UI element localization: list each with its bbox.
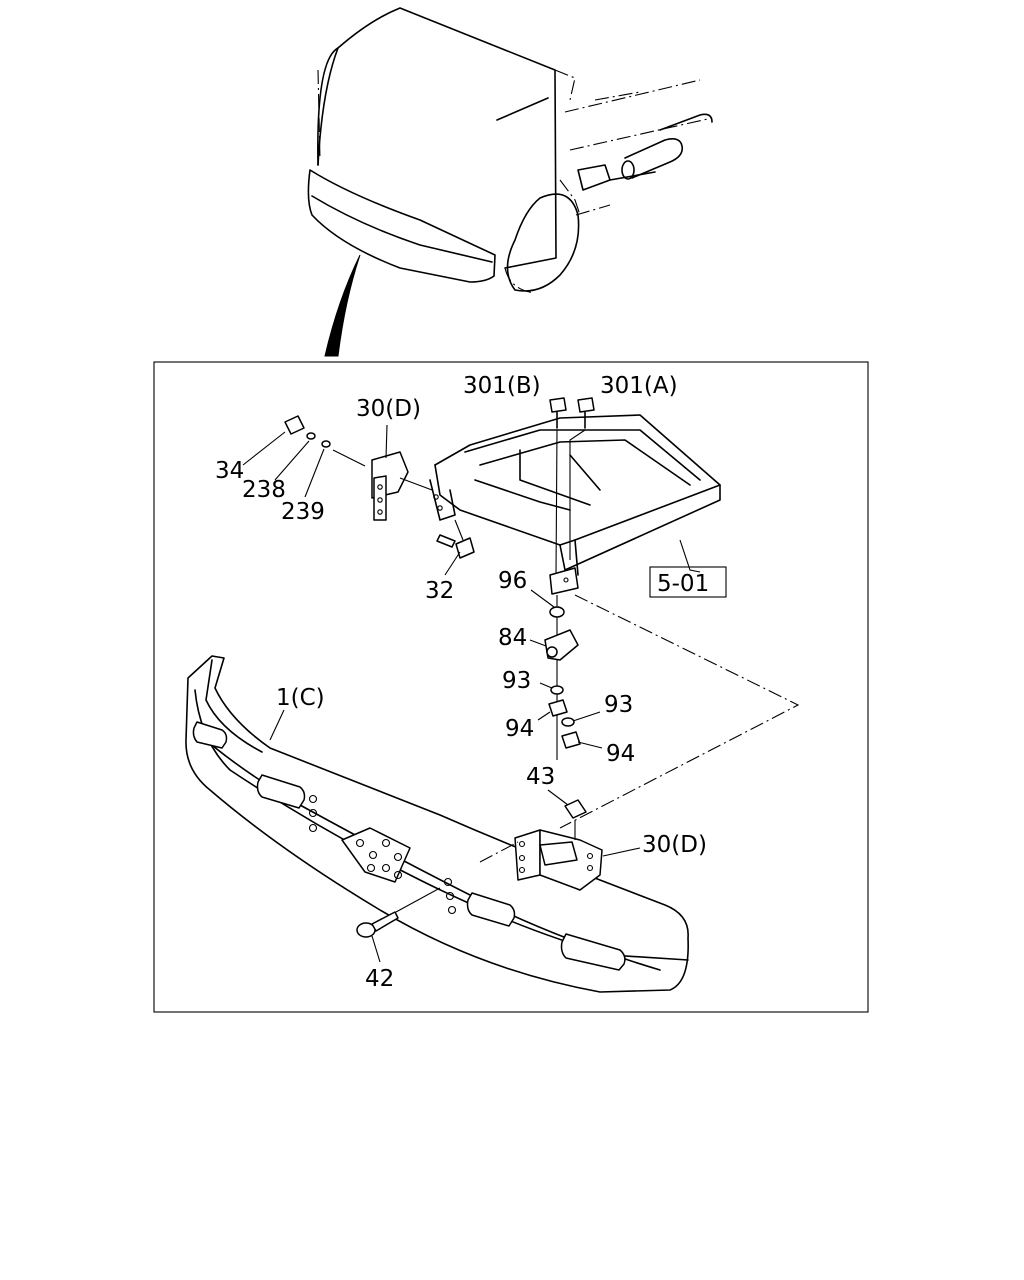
ref-box-label: 5-01	[657, 571, 709, 597]
leader-lines	[242, 424, 641, 963]
label-42: 42	[365, 966, 394, 992]
callout-labels: 301(B) 301(A) 30(D) 34 238 239 32 96 84 …	[215, 373, 727, 992]
ref-box	[649, 566, 727, 598]
label-30d-bottom: 30(D)	[642, 832, 707, 858]
label-96: 96	[498, 568, 527, 594]
detail-pointer	[324, 254, 361, 357]
label-34: 34	[215, 458, 244, 484]
label-43: 43	[526, 764, 555, 790]
mount-stack	[544, 595, 581, 760]
chassis-frame	[429, 414, 721, 576]
label-84: 84	[498, 625, 527, 651]
detail-frame	[153, 361, 869, 1013]
label-94-right: 94	[606, 741, 635, 767]
bracket-30d-bottom	[356, 594, 800, 938]
label-94-left: 94	[505, 716, 534, 742]
label-1c: 1(C)	[276, 685, 325, 711]
bracket-30d-top	[284, 415, 475, 559]
label-30d-top: 30(D)	[356, 396, 421, 422]
label-301a: 301(A)	[600, 373, 678, 399]
label-93-left: 93	[502, 668, 531, 694]
label-238: 238	[242, 477, 286, 503]
cab-overview	[307, 7, 713, 357]
label-32: 32	[425, 578, 454, 604]
label-301b: 301(B)	[463, 373, 541, 399]
label-239: 239	[281, 499, 325, 525]
bolts-301	[549, 397, 595, 595]
label-93-right: 93	[604, 692, 633, 718]
bumper	[185, 655, 689, 993]
